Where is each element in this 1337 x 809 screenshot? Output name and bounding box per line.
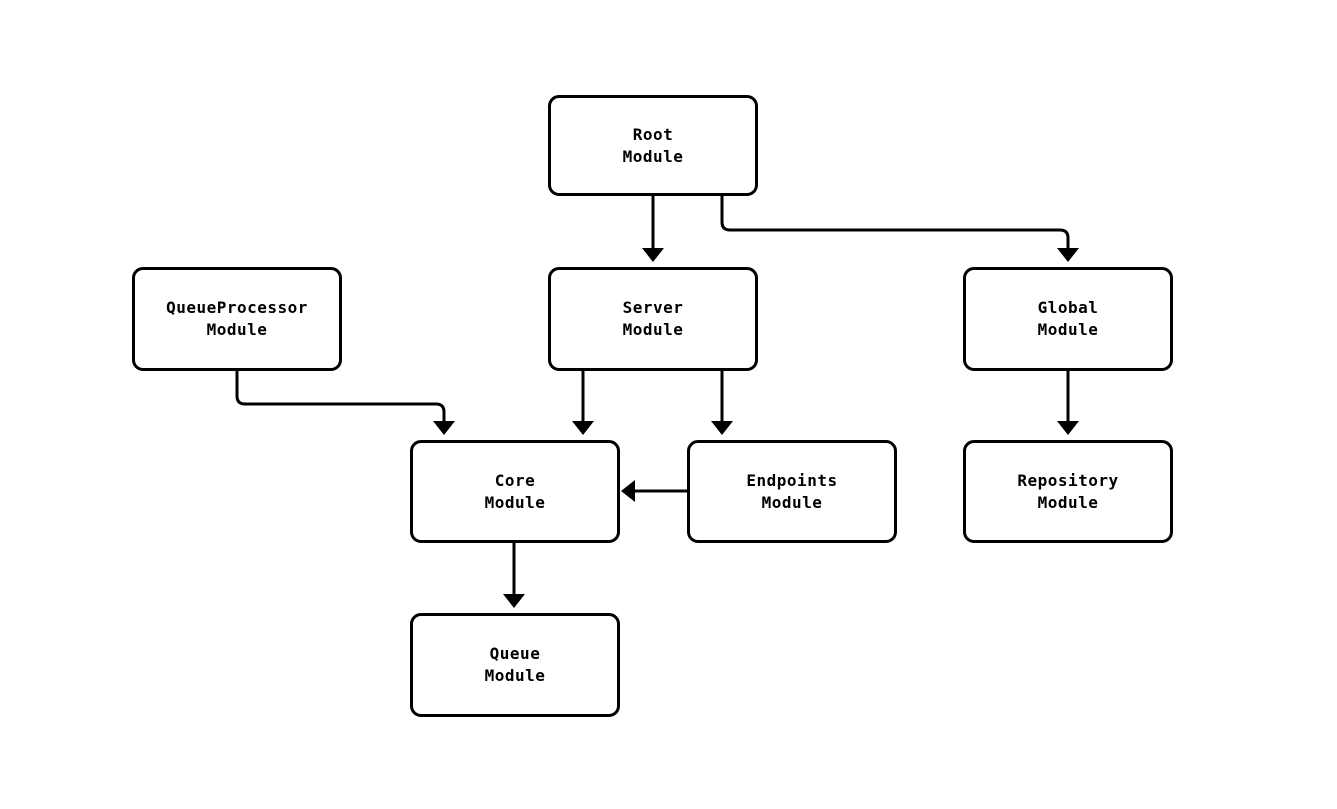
edge-line bbox=[235, 371, 446, 429]
node-label-suffix: Module bbox=[622, 146, 684, 166]
node-label-suffix: Module bbox=[206, 320, 268, 339]
edge-core-to-queue bbox=[503, 543, 525, 608]
edge-global-to-repository bbox=[1057, 371, 1079, 435]
node-label-name: Repository bbox=[1017, 470, 1119, 490]
edge-server-to-core bbox=[572, 371, 594, 435]
arrowhead-icon bbox=[711, 421, 733, 435]
arrowhead-icon bbox=[572, 421, 594, 435]
node-label-suffix: Module bbox=[484, 492, 546, 512]
edge-root-to-server bbox=[642, 196, 664, 262]
arrowhead-icon bbox=[433, 421, 455, 435]
arrowhead-icon bbox=[503, 594, 525, 608]
node-label-suffix: Module bbox=[1037, 320, 1099, 339]
node-label-name: Endpoints bbox=[746, 470, 838, 490]
edge-queueprocessor-to-core bbox=[235, 371, 455, 435]
node-label-name: Server bbox=[622, 298, 684, 317]
edge-endpoints-to-core bbox=[621, 480, 687, 502]
arrowhead-icon bbox=[1057, 248, 1079, 262]
node-label-suffix: Module bbox=[1037, 492, 1099, 512]
node-label-suffix: Module bbox=[761, 492, 823, 512]
node-label-name: Global bbox=[1037, 298, 1099, 317]
edge-server-to-endpoints bbox=[711, 371, 733, 435]
node-label-name: QueueProcessor bbox=[166, 298, 308, 317]
node-label-suffix: Module bbox=[622, 320, 684, 339]
node-label-name: Root bbox=[632, 124, 674, 144]
arrowhead-icon bbox=[642, 248, 664, 262]
edge-line bbox=[720, 196, 1070, 256]
arrowhead-icon bbox=[621, 480, 635, 502]
node-label-name: Core bbox=[494, 470, 536, 490]
edge-root-to-global bbox=[720, 196, 1079, 262]
arrowhead-icon bbox=[1057, 421, 1079, 435]
node-label-name: Queue bbox=[489, 644, 541, 663]
node-label-suffix: Module bbox=[484, 666, 546, 685]
